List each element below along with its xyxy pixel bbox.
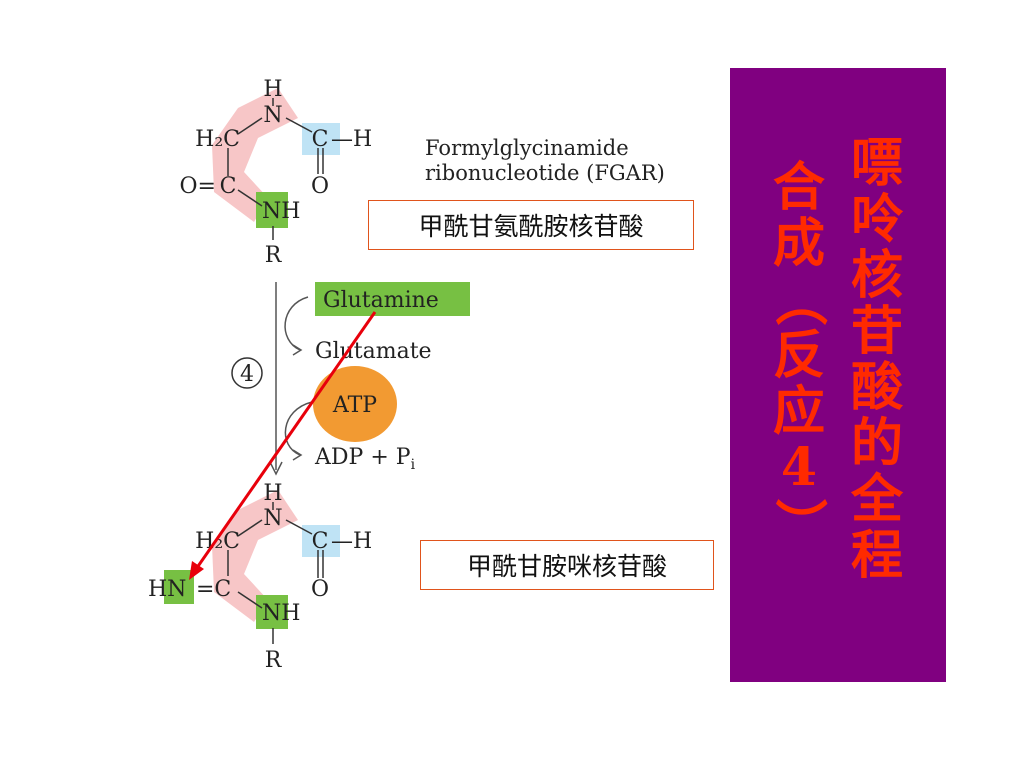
- atp-label: ATP: [332, 393, 377, 418]
- title-char: 程: [850, 525, 903, 586]
- pink-highlight-top: [212, 88, 298, 222]
- blue-highlight-bottom: [302, 525, 340, 557]
- atom-eq-c: =C: [196, 577, 231, 602]
- green-highlight-nh: [256, 595, 288, 629]
- pink-highlight-bottom: [212, 490, 298, 622]
- blue-highlight-top: [302, 123, 340, 155]
- title-column-right: 嘌 呤 核 苷 酸 的 全 程: [848, 136, 906, 584]
- title-char: 苷: [850, 301, 903, 362]
- title-char: 呤: [850, 189, 903, 250]
- pi-subscript: i: [411, 457, 416, 473]
- atom-h-top: H: [263, 77, 282, 102]
- atom-n-top-b: N: [263, 506, 282, 531]
- title-panel: 嘌 呤 核 苷 酸 的 全 程 合 成 （ 反 应 4 ）: [730, 68, 946, 682]
- fgar-name-line1: Formylglycinamide: [425, 136, 629, 160]
- atom-c-formyl-b: C: [312, 529, 329, 554]
- atom-c-left: C: [220, 174, 237, 199]
- title-char: 嘌: [850, 133, 903, 194]
- green-highlight-top: [256, 192, 288, 228]
- title-char: 核: [850, 245, 903, 306]
- title-char: 的: [850, 413, 903, 474]
- title-char: 酸: [850, 357, 903, 418]
- atom-nh: NH: [262, 199, 300, 224]
- title-char: 成: [772, 213, 825, 274]
- atom-nh-b: NH: [262, 601, 300, 626]
- red-arrowhead: [189, 561, 204, 580]
- green-highlight-hn: [164, 570, 194, 604]
- fgar-chinese-label: 甲酰甘氨酰胺核苷酸: [368, 200, 694, 250]
- glutamate-label: Glutamate: [315, 339, 432, 364]
- glutamine-highlight: [315, 282, 470, 316]
- atom-r: R: [265, 243, 283, 268]
- fgam-chinese-label: 甲酰甘胺咪核苷酸: [420, 540, 714, 590]
- atom-h-top-b: H: [263, 481, 282, 506]
- fgar-name-line2: ribonucleotide (FGAR): [425, 161, 665, 185]
- atom-h2c-b: H₂C: [195, 529, 240, 554]
- atom-h2c: H₂C: [195, 127, 240, 152]
- title-char: 反: [772, 325, 825, 386]
- title-paren-close: ）: [769, 497, 830, 550]
- atom-o-left: O=: [180, 174, 216, 199]
- glutamine-curve-arrow: [284, 296, 309, 351]
- fgar-structure: H N H₂C C —H O O= C NH R: [180, 77, 373, 268]
- adp-pi-label: ADP + Pi: [314, 445, 416, 473]
- title-char: 应: [772, 381, 825, 442]
- step-number: 4: [240, 362, 254, 387]
- title-char: 合: [772, 157, 825, 218]
- atom-h-right-b: —H: [331, 529, 372, 554]
- step-number-circle: [231, 357, 263, 389]
- atom-c-formyl: C: [312, 127, 329, 152]
- glutamine-label: Glutamine: [323, 288, 439, 313]
- title-column-left: 合 成 （ 反 应 4 ）: [769, 157, 830, 552]
- atom-h-right: —H: [331, 127, 372, 152]
- title-paren-open: （: [769, 273, 830, 326]
- atp-circle: [313, 366, 397, 442]
- atom-o-formyl: O: [311, 174, 329, 199]
- fgam-structure: H N H₂C C —H O HN =C NH R: [148, 481, 372, 673]
- atom-n-top: N: [263, 103, 282, 128]
- atom-o-formyl-b: O: [311, 577, 329, 602]
- title-char: 全: [850, 469, 903, 530]
- main-arrowhead: [269, 461, 283, 476]
- atom-r-b: R: [265, 648, 283, 673]
- nitrogen-transfer-arrow: [189, 311, 377, 580]
- atom-hn: HN: [148, 577, 186, 602]
- title-char-number: 4: [780, 437, 818, 498]
- reaction-step: 4 Glutamine Glutamate ATP ADP + Pi: [231, 282, 470, 476]
